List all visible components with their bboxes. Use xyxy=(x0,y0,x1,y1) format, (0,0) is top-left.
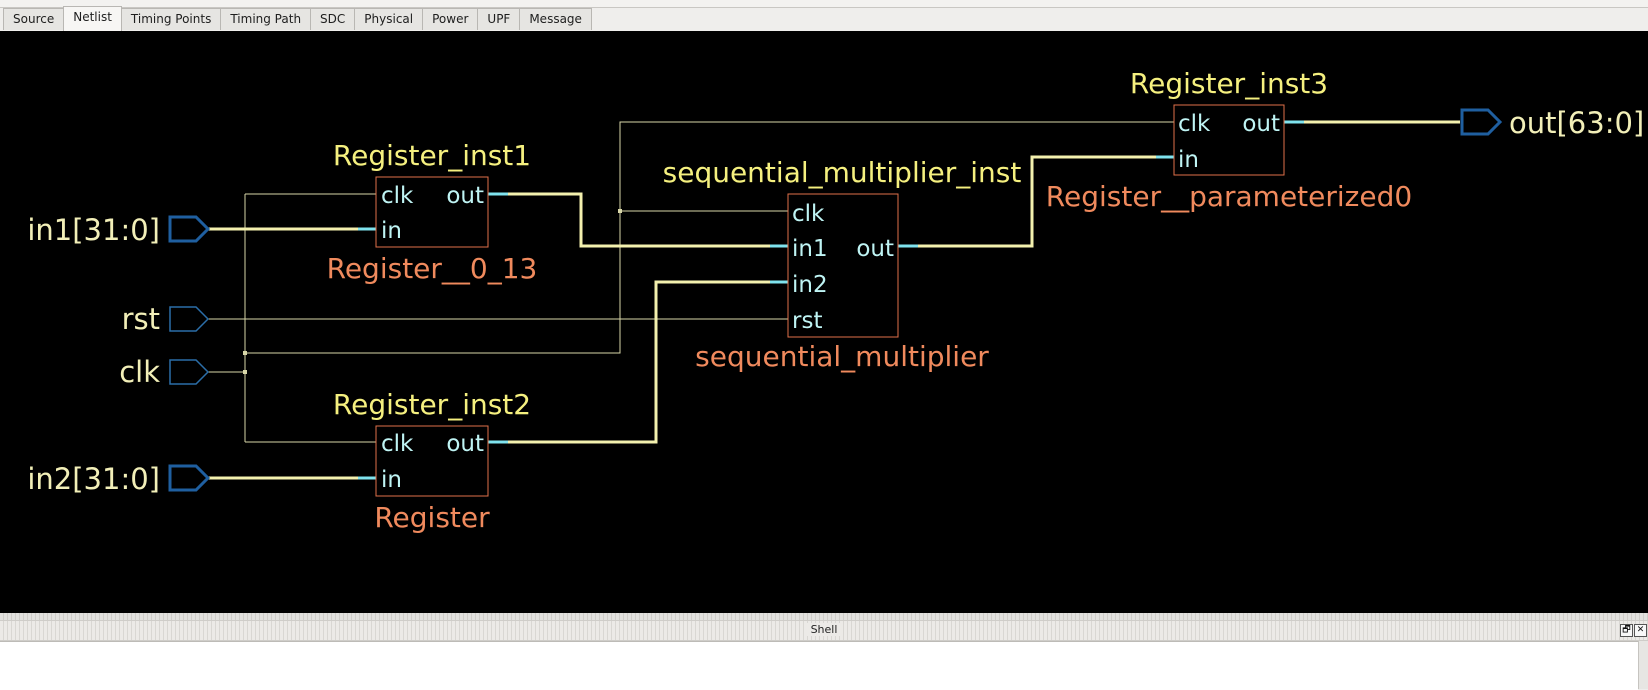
pane-splitter[interactable] xyxy=(0,613,1648,620)
tab-netlist[interactable]: Netlist xyxy=(63,6,122,31)
pin-in[interactable]: in xyxy=(1178,147,1199,173)
shell-dock-titlebar[interactable]: Shell 🗗 ✕ xyxy=(0,620,1648,641)
shell-title: Shell xyxy=(806,623,842,636)
port-rst-icon xyxy=(169,306,210,332)
pin-clk[interactable]: clk xyxy=(381,183,414,209)
instance-name: sequential_multiplier_inst xyxy=(663,156,1022,189)
pin-stubs xyxy=(358,120,1304,480)
instance-name: Register_inst1 xyxy=(333,139,531,172)
tab-power[interactable]: Power xyxy=(422,8,479,30)
shell-scrollbar[interactable] xyxy=(1638,641,1648,689)
pin-out[interactable]: out xyxy=(1242,111,1280,137)
restore-icon[interactable]: 🗗 xyxy=(1620,624,1633,637)
port-rst-label: rst xyxy=(122,302,160,336)
netlist-schematic-canvas[interactable]: in1[31:0] in2[31:0] rst clk out[63:0] Re… xyxy=(0,31,1648,613)
port-clk-label: clk xyxy=(119,355,160,389)
tab-timing-points[interactable]: Timing Points xyxy=(120,8,222,30)
instance-name: Register_inst2 xyxy=(333,388,531,421)
cell-box xyxy=(787,193,899,338)
instance-register-inst2[interactable]: Register_inst2 clk out in Register xyxy=(333,388,531,534)
port-clk-icon xyxy=(169,359,210,385)
tab-sdc[interactable]: SDC xyxy=(310,8,356,30)
port-out-icon xyxy=(1460,108,1503,136)
module-name: sequential_multiplier xyxy=(695,340,989,373)
pin-in[interactable]: in xyxy=(381,467,402,493)
pin-clk[interactable]: clk xyxy=(1178,111,1211,137)
pin-rst[interactable]: rst xyxy=(792,308,822,334)
pin-out[interactable]: out xyxy=(446,431,484,457)
port-in1-label: in1[31:0] xyxy=(27,213,160,247)
tab-timing-path[interactable]: Timing Path xyxy=(220,8,312,30)
net-junctions xyxy=(243,209,622,374)
module-name: Register xyxy=(374,501,490,534)
tab-upf[interactable]: UPF xyxy=(477,8,521,30)
view-tab-bar: Source Netlist Timing Points Timing Path… xyxy=(0,6,1648,31)
mult-out-bus[interactable] xyxy=(898,155,1174,248)
tab-message[interactable]: Message xyxy=(519,8,592,30)
port-in2[interactable]: in2[31:0] xyxy=(27,462,211,496)
port-in2-icon xyxy=(168,464,211,492)
instance-name: Register_inst3 xyxy=(1130,67,1328,100)
port-rst[interactable]: rst xyxy=(122,302,210,336)
control-nets xyxy=(208,121,1174,443)
pin-out[interactable]: out xyxy=(446,183,484,209)
pin-clk[interactable]: clk xyxy=(792,201,825,227)
close-icon[interactable]: ✕ xyxy=(1634,624,1647,637)
cell-box xyxy=(375,176,489,248)
port-in2-label: in2[31:0] xyxy=(27,462,160,496)
module-name: Register__parameterized0 xyxy=(1046,180,1412,213)
top-border xyxy=(0,0,1648,8)
port-clk[interactable]: clk xyxy=(119,355,210,389)
tab-source[interactable]: Source xyxy=(3,8,65,30)
cell-box xyxy=(1173,104,1285,176)
tab-physical[interactable]: Physical xyxy=(354,8,424,30)
clk-net[interactable] xyxy=(208,121,1174,443)
pin-clk[interactable]: clk xyxy=(381,431,414,457)
bus-nets xyxy=(208,120,1460,480)
module-name: Register__0_13 xyxy=(327,252,538,285)
port-out[interactable]: out[63:0] xyxy=(1460,106,1644,140)
instance-register-inst3[interactable]: Register_inst3 clk out in Register__para… xyxy=(1046,67,1412,213)
shell-console[interactable] xyxy=(0,641,1638,690)
instance-sequential-multiplier-inst[interactable]: sequential_multiplier_inst clk in1 out i… xyxy=(663,156,1022,373)
port-in1-icon xyxy=(168,215,211,243)
cell-box xyxy=(375,425,489,497)
pin-in1[interactable]: in1 xyxy=(792,236,828,262)
port-in1[interactable]: in1[31:0] xyxy=(27,213,211,247)
instance-register-inst1[interactable]: Register_inst1 clk out in Register__0_13 xyxy=(327,139,538,285)
pin-out[interactable]: out xyxy=(856,236,894,262)
port-out-label: out[63:0] xyxy=(1509,106,1644,140)
reg2-out-bus[interactable] xyxy=(488,280,788,444)
schematic-svg[interactable]: in1[31:0] in2[31:0] rst clk out[63:0] Re… xyxy=(0,31,1648,613)
pin-in[interactable]: in xyxy=(381,218,402,244)
reg1-out-bus[interactable] xyxy=(488,192,788,248)
pin-in2[interactable]: in2 xyxy=(792,272,828,298)
